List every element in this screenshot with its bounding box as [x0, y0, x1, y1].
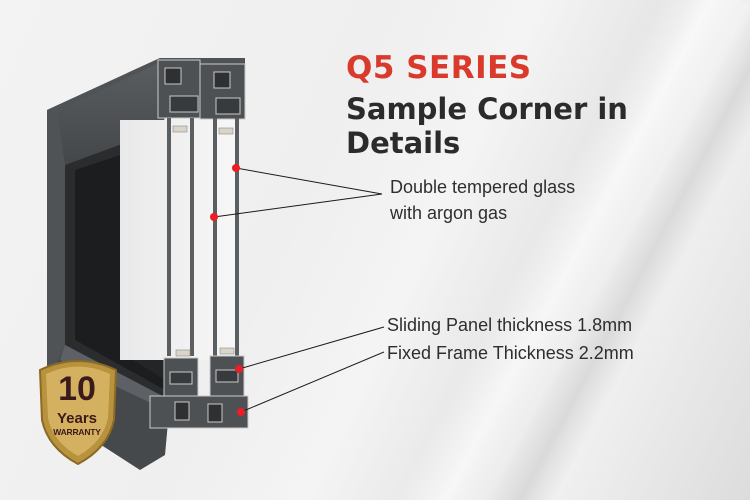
callout-sliding-panel: Sliding Panel thickness 1.8mm: [387, 315, 633, 335]
spacer-clip-top-left: [172, 125, 188, 133]
warranty-years-number: 10: [58, 370, 96, 408]
callout-markers: [210, 164, 245, 416]
callout-fixed-frame: Fixed Frame Thickness 2.2mm: [387, 343, 634, 363]
spacer-clip-bottom-left: [175, 349, 191, 357]
warranty-label: WARRANTY: [53, 427, 101, 437]
warranty-badge: 10 Years WARRANTY: [36, 358, 118, 458]
series-title: Q5 SERIES: [346, 50, 532, 86]
callout-glass-line-2: with argon gas: [390, 203, 508, 223]
marker-dot-glass-outer: [232, 164, 240, 172]
spacer-clip-top-right: [218, 127, 234, 135]
page-subtitle: Sample Corner in Details: [346, 92, 628, 160]
top-profile-section: [157, 59, 246, 120]
callout-glass-line-1: Double tempered glass: [390, 177, 576, 197]
bottom-profile-section: [149, 355, 249, 429]
callout-leader-lines: [213, 167, 385, 413]
marker-dot-sliding-panel: [235, 365, 243, 373]
warranty-years-unit: Years: [56, 410, 98, 427]
glass-area: [120, 120, 238, 360]
glass-pane-edges: [167, 118, 239, 356]
warranty-shield-icon: [38, 360, 118, 466]
marker-dot-glass-inner: [210, 213, 218, 221]
marker-dot-fixed-frame: [237, 408, 245, 416]
spacer-clip-bottom-right: [219, 347, 235, 355]
